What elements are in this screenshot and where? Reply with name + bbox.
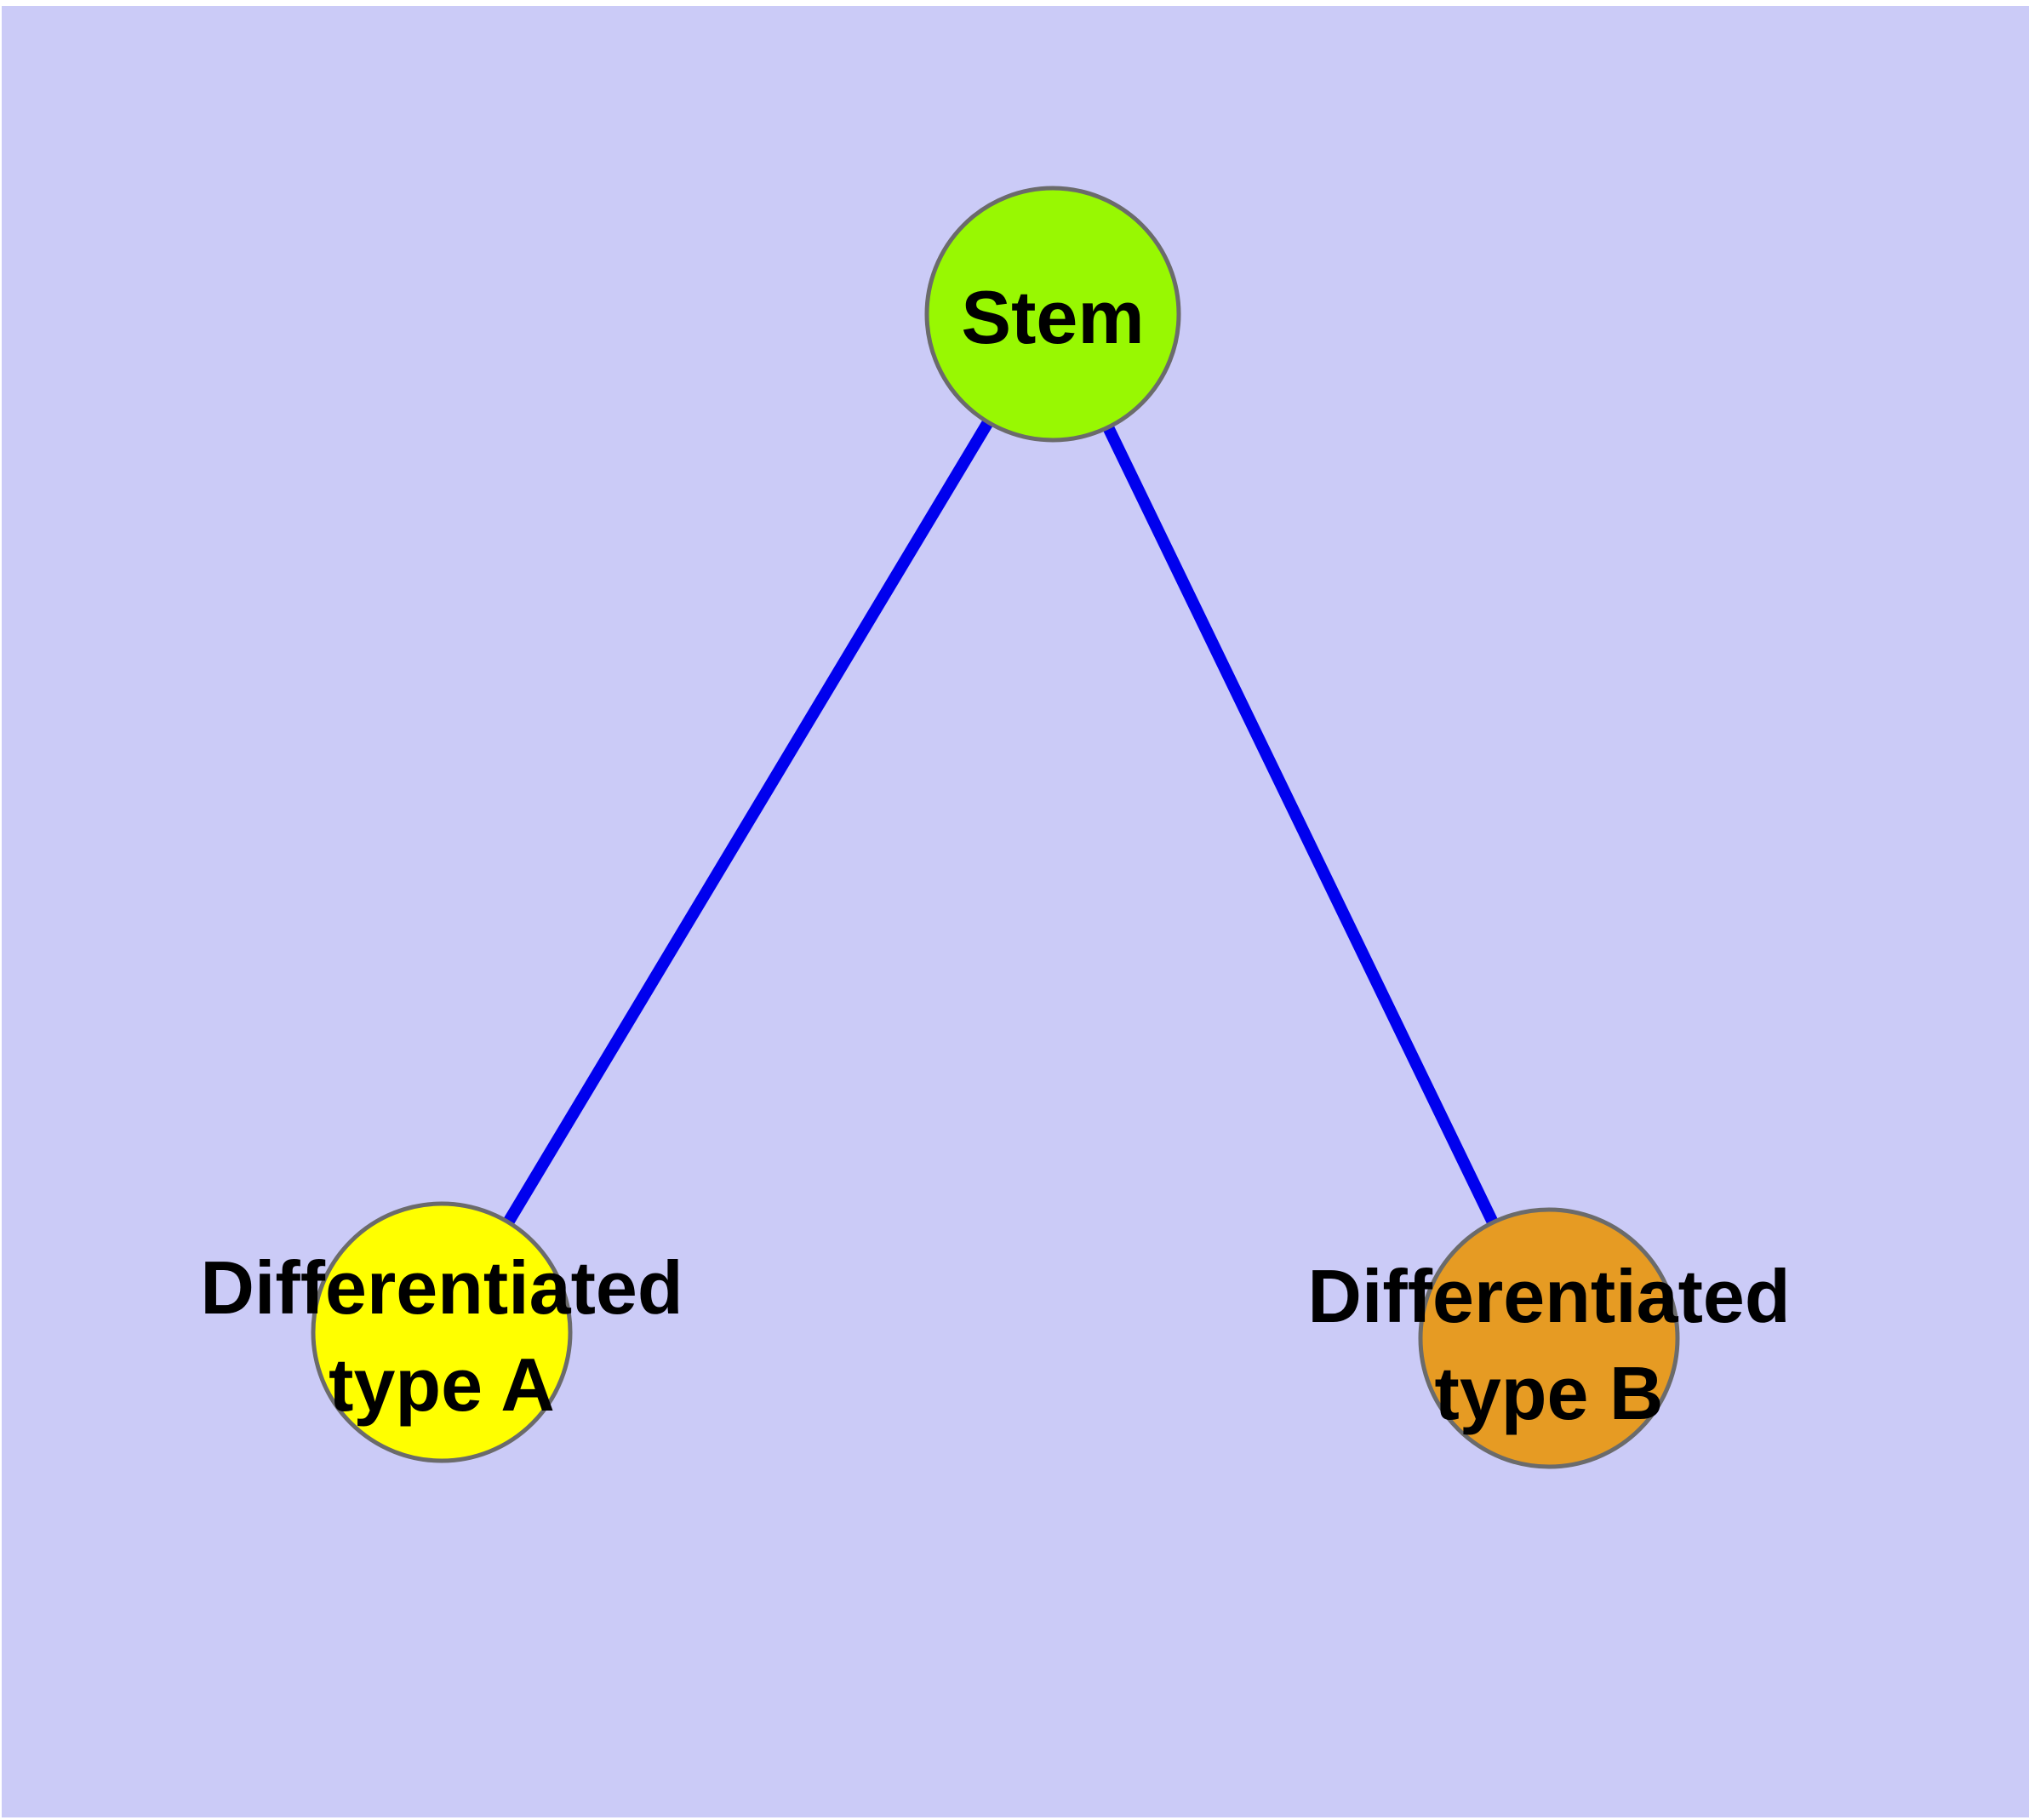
node-differentiated-type-a	[311, 1201, 573, 1463]
node-differentiated-type-b	[1418, 1207, 1680, 1469]
node-stem	[924, 186, 1181, 443]
node-type-a-label-line2: type A	[329, 1342, 555, 1427]
node-stem-label: Stem	[961, 275, 1144, 359]
node-type-a-label-line1: Differentiated	[200, 1245, 683, 1330]
edge-stem-to-type-a	[502, 419, 994, 1226]
node-type-b-label-line2: type B	[1435, 1351, 1664, 1435]
node-type-b-label-line1: Differentiated	[1307, 1254, 1790, 1338]
edge-stem-to-type-b	[1102, 424, 1499, 1226]
